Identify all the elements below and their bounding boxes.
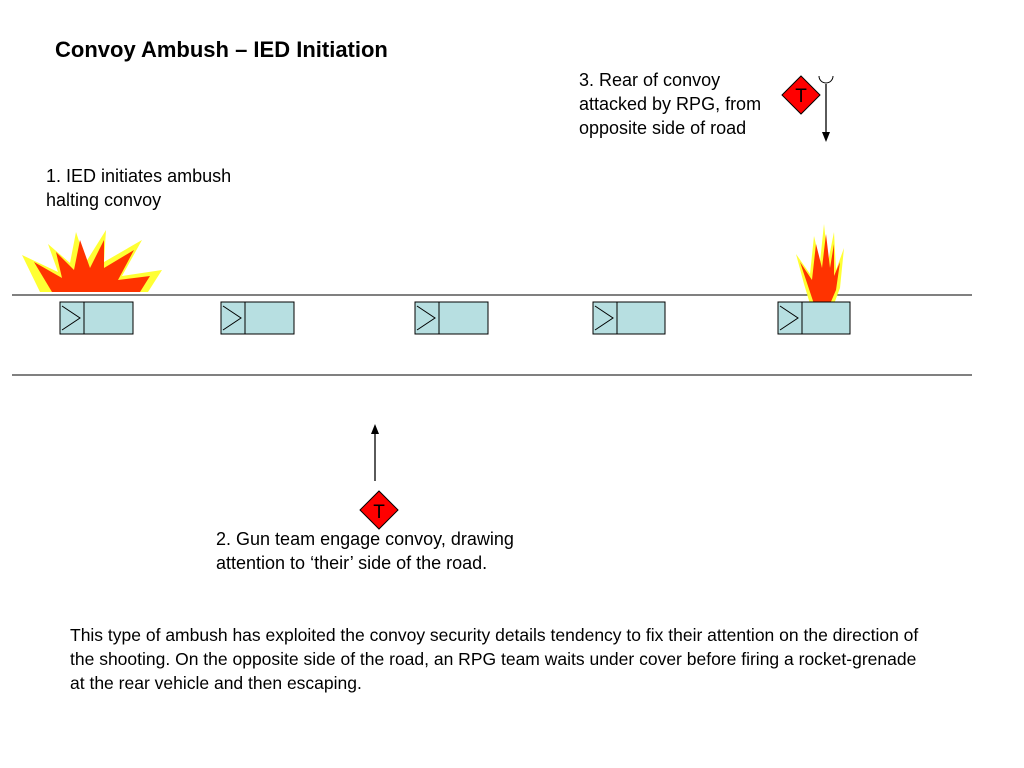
rpg-team-marker-letter: T bbox=[795, 86, 807, 107]
step-2-text: Gun team engage convoy, drawing attentio… bbox=[216, 529, 514, 573]
gun-team-threat-marker-icon: T bbox=[359, 490, 399, 530]
gun-team-marker-letter: T bbox=[373, 502, 385, 523]
step-1-number: 1. bbox=[46, 166, 62, 186]
rpg-explosion-icon bbox=[796, 224, 844, 304]
convoy-vehicle-5 bbox=[777, 301, 851, 335]
step-1-text: IED initiates ambush halting convoy bbox=[46, 166, 232, 210]
convoy-vehicle-1 bbox=[59, 301, 134, 335]
step-3-text: Rear of convoy attacked by RPG, from opp… bbox=[579, 70, 762, 138]
rpg-team-threat-marker-icon: T bbox=[781, 75, 821, 115]
step-2-note: 2. Gun team engage convoy, drawing atten… bbox=[216, 527, 576, 575]
ied-explosion-icon bbox=[22, 230, 162, 292]
rpg-launcher-arrow bbox=[818, 75, 834, 142]
step-2-number: 2. bbox=[216, 529, 232, 549]
step-3-note: 3. Rear of convoy attacked by RPG, from … bbox=[579, 68, 794, 140]
convoy-vehicle-2 bbox=[220, 301, 295, 335]
step-3-number: 3. bbox=[579, 70, 595, 90]
summary-text: This type of ambush has exploited the co… bbox=[70, 625, 919, 693]
convoy-vehicle-4 bbox=[592, 301, 666, 335]
step-1-note: 1. IED initiates ambush halting convoy bbox=[46, 164, 286, 212]
page-title: Convoy Ambush – IED Initiation bbox=[55, 37, 388, 62]
convoy-vehicle-3 bbox=[414, 301, 489, 335]
gun-team-arrow bbox=[371, 424, 379, 481]
